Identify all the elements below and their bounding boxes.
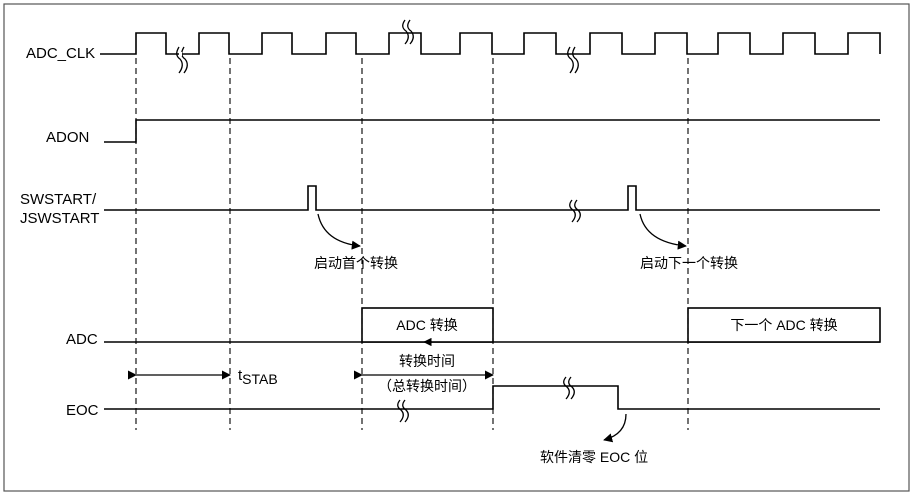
conversion-time-label: 转换时间 bbox=[399, 353, 455, 369]
adon-waveform bbox=[104, 119, 880, 143]
tstab-label: tSTAB bbox=[238, 367, 278, 387]
eoc-break-symbol bbox=[563, 376, 575, 400]
adc-conversion-label: ADC 转换 bbox=[396, 317, 457, 333]
clk-break-symbol bbox=[402, 19, 414, 45]
start-first-arrow bbox=[317, 213, 361, 250]
eoc-clear-label: 软件清零 EOC 位 bbox=[540, 449, 648, 465]
swstart-break-symbol bbox=[569, 199, 581, 223]
adc-clk-waveform bbox=[100, 32, 881, 55]
diagram-frame bbox=[3, 3, 910, 492]
swstart-waveform bbox=[104, 185, 880, 211]
tstab-subscript: STAB bbox=[242, 371, 278, 387]
eoc-break-symbol bbox=[397, 399, 409, 423]
next-adc-conversion-box bbox=[687, 307, 881, 343]
clk-break-symbol bbox=[567, 46, 579, 74]
label-adon: ADON bbox=[46, 129, 89, 146]
label-adc: ADC bbox=[66, 331, 98, 348]
clk-break-symbol bbox=[176, 46, 188, 74]
label-jswstart: JSWSTART bbox=[20, 210, 99, 227]
start-first-label: 启动首个转换 bbox=[314, 255, 398, 271]
eoc-waveform bbox=[104, 385, 880, 410]
label-adc-clk: ADC_CLK bbox=[26, 45, 95, 62]
start-next-arrow bbox=[639, 213, 687, 250]
eoc-clear-arrow bbox=[603, 413, 627, 443]
label-swstart: SWSTART/ bbox=[20, 191, 97, 208]
tstab-t: t bbox=[238, 367, 243, 384]
label-eoc: EOC bbox=[66, 402, 99, 419]
dashed-guides bbox=[135, 58, 689, 430]
total-conversion-time-label: （总转换时间） bbox=[378, 378, 476, 394]
next-adc-conversion-label: 下一个 ADC 转换 bbox=[730, 317, 837, 333]
start-next-label: 启动下一个转换 bbox=[640, 255, 738, 271]
